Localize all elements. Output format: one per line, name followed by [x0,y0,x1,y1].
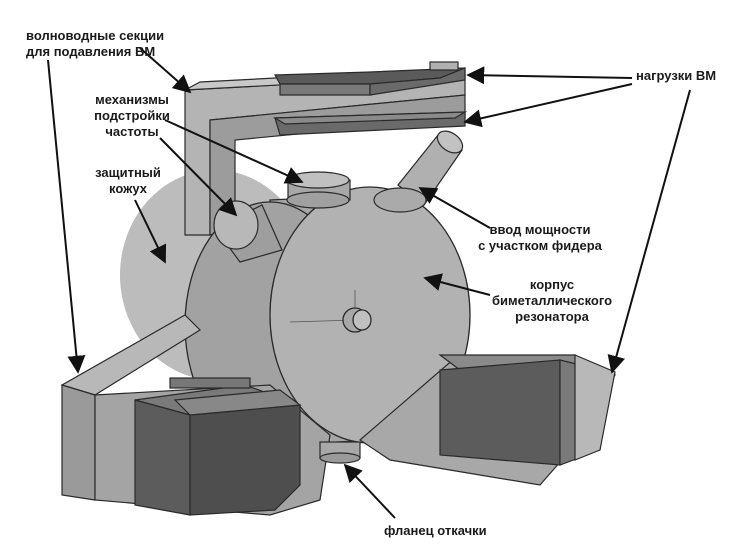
label-power-input: ввод мощности с участком фидера [470,222,610,254]
label-power-input-line-2: с участком фидера [478,238,602,253]
arrow-waveguide-top [139,47,192,94]
arrow-waveguide-left [47,59,86,374]
label-power-input-line-1: ввод мощности [489,222,591,237]
arrow-tuning-top [164,119,304,184]
label-resonator-body-line-1: корпус [529,277,575,292]
arrow-loads-top [466,66,633,85]
resonator-body [184,186,471,449]
arrow-loads-mid [463,83,633,128]
pump-flange-shape [319,441,361,464]
power-input-feeder [373,130,464,213]
label-pump-flange-line-1: фланец откачки [384,523,487,538]
top-hom-load [272,61,468,136]
label-waveguide-sections: волноводные секции для подавления ВМ [26,28,164,60]
label-hom-loads: нагрузки ВМ [636,68,716,84]
leader-arrows [47,47,691,519]
label-hom-loads-line-1: нагрузки ВМ [636,68,717,83]
label-protective-casing-line-1: защитный [95,165,161,180]
label-pump-flange: фланец откачки [384,523,487,539]
label-tuning-mechanisms-line-2: подстройки [94,108,170,123]
tuning-mechanism-top [286,171,351,209]
label-tuning-mechanisms-line-1: механизмы [95,92,169,107]
label-tuning-mechanisms: механизмы подстройки частоты [88,92,176,140]
label-protective-casing-line-2: кожух [109,181,147,196]
arrow-casing [134,199,167,264]
label-resonator-body-line-3: резонатора [515,309,589,324]
label-protective-casing: защитный кожух [88,165,168,197]
label-resonator-body-line-2: биметаллического [491,293,613,308]
label-waveguide-sections-line-2: для подавления ВМ [26,44,156,59]
right-waveguide-load [359,354,616,486]
arrow-flange [343,463,396,519]
arrow-power-input [418,187,491,229]
arrow-loads-right [607,89,691,374]
label-tuning-mechanisms-line-3: частоты [105,124,159,139]
left-waveguide-load [60,314,331,516]
label-waveguide-sections-line-1: волноводные секции [26,28,165,43]
label-resonator-body: корпус биметаллического резонатора [487,277,617,325]
arrow-resonator [423,273,491,296]
arrow-tuning-side [159,137,238,217]
